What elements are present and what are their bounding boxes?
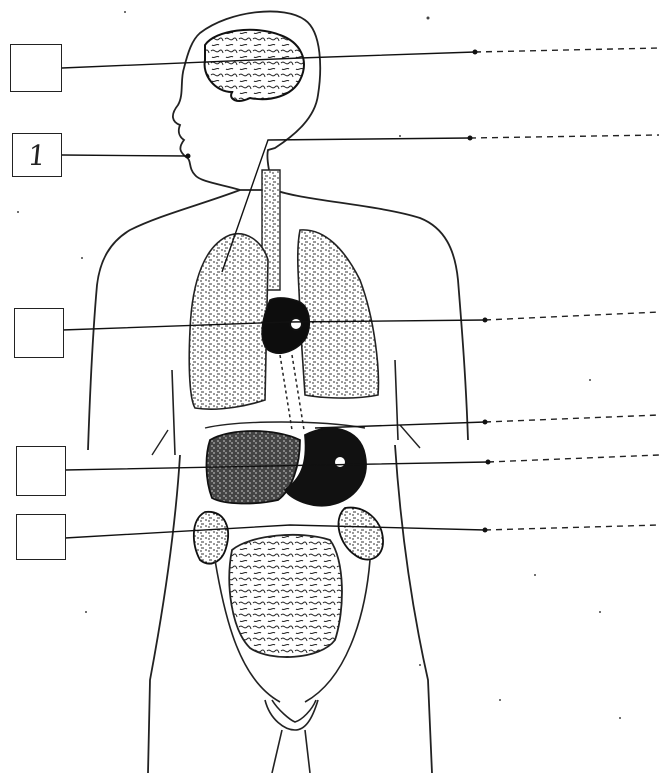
answer-lines xyxy=(470,48,659,530)
label-box-brain[interactable] xyxy=(10,44,62,92)
label-box-kidney[interactable] xyxy=(16,514,66,560)
right-lung xyxy=(298,230,379,398)
left-kidney xyxy=(194,512,228,564)
right-kidney xyxy=(338,508,383,560)
left-lung xyxy=(189,234,268,409)
label-box-mouth[interactable]: 1 xyxy=(12,133,62,177)
intestines xyxy=(229,535,342,657)
label-box-liver[interactable] xyxy=(16,446,66,496)
label-box-heart[interactable] xyxy=(14,308,64,358)
